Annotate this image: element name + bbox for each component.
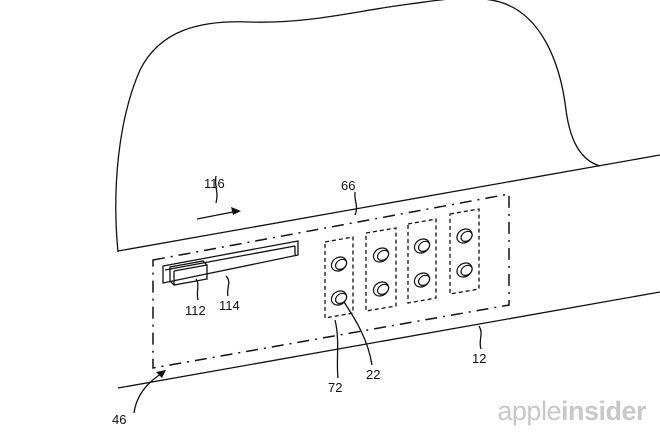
label-12: 12 bbox=[472, 351, 486, 366]
label-66: 66 bbox=[341, 178, 355, 193]
watermark-logo: appleinsider bbox=[497, 396, 646, 426]
region-boundary bbox=[152, 193, 510, 369]
slider-knob bbox=[169, 260, 208, 286]
button-inner-icon bbox=[376, 283, 390, 296]
button-group bbox=[365, 227, 397, 312]
label-72: 72 bbox=[328, 380, 342, 395]
button-group bbox=[324, 236, 354, 319]
button-inner-icon bbox=[417, 274, 431, 287]
button-inner-icon bbox=[334, 292, 348, 305]
direction-arrow bbox=[196, 210, 239, 220]
slider bbox=[162, 240, 299, 286]
label-114: 114 bbox=[219, 298, 240, 313]
button-inner-icon bbox=[334, 258, 348, 271]
button-groups bbox=[324, 208, 480, 319]
button-inner-icon bbox=[376, 249, 390, 262]
arrow-head bbox=[231, 207, 241, 215]
label-112: 112 bbox=[185, 303, 206, 318]
button-inner-icon bbox=[460, 230, 473, 243]
device-outline bbox=[115, 0, 601, 253]
housing-top-edge bbox=[117, 154, 660, 252]
slider-track bbox=[162, 240, 299, 284]
button-inner-icon bbox=[417, 240, 431, 253]
button-group bbox=[407, 218, 437, 304]
label-22: 22 bbox=[366, 367, 380, 382]
label-46: 46 bbox=[112, 412, 126, 427]
button-inner-icon bbox=[460, 264, 473, 277]
housing-bottom-edge bbox=[117, 291, 660, 389]
button-group bbox=[449, 208, 480, 295]
label-116: 116 bbox=[204, 176, 225, 191]
